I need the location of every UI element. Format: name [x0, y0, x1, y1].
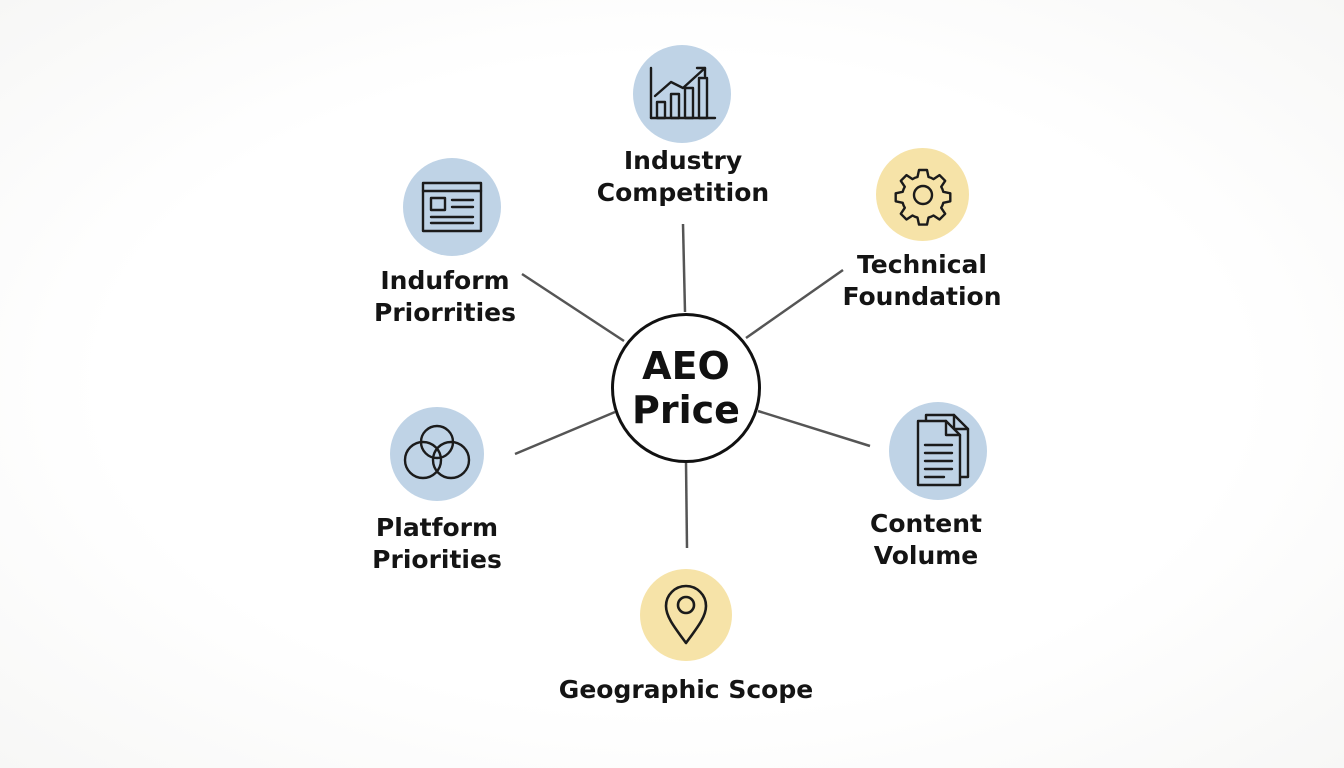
hub-line-2: Price: [632, 388, 740, 432]
induform-label-line-2: Priorrities: [374, 298, 516, 327]
documents-icon: [916, 413, 970, 487]
platform-label-line-1: Platform: [375, 513, 499, 542]
hub-node: AEO Price: [611, 313, 761, 463]
industry-label: Industry Competition: [583, 145, 783, 209]
bar-chart-growth-icon: [649, 66, 717, 120]
geographic-icon-circle: [640, 569, 732, 661]
connector-platform: [514, 410, 616, 456]
gear-icon: [894, 168, 951, 226]
technical-icon-circle: [876, 148, 969, 241]
location-pin-icon: [664, 584, 708, 645]
hub-line-1: AEO: [642, 344, 730, 388]
connector-geographic: [684, 461, 689, 549]
browser-window-icon: [421, 181, 483, 233]
connector-industry: [681, 223, 687, 313]
platform-label: Platform Priorities: [337, 512, 537, 576]
technical-label: Technical Foundation: [822, 249, 1022, 313]
technical-label-line-2: Foundation: [842, 282, 1002, 311]
induform-label: Induform Priorrities: [345, 265, 545, 329]
content-icon-circle: [889, 402, 987, 500]
overlapping-circles-icon: [403, 424, 471, 480]
industry-icon-circle: [633, 45, 731, 143]
induform-label-line-1: Induform: [380, 266, 510, 295]
connector-content: [757, 409, 871, 448]
industry-label-line-1: Industry: [623, 146, 743, 175]
platform-icon-circle: [390, 407, 484, 501]
connector-technical: [745, 268, 844, 340]
connector-induform: [521, 272, 625, 343]
induform-icon-circle: [403, 158, 501, 256]
technical-label-line-1: Technical: [857, 250, 987, 279]
geographic-label: Geographic Scope: [546, 674, 826, 706]
content-label-line-1: Content: [870, 509, 982, 538]
content-label: Content Volume: [826, 508, 1026, 572]
geographic-label-line-1: Geographic Scope: [558, 675, 814, 704]
industry-label-line-2: Competition: [596, 178, 770, 207]
platform-label-line-2: Priorities: [372, 545, 502, 574]
content-label-line-2: Volume: [873, 541, 979, 570]
